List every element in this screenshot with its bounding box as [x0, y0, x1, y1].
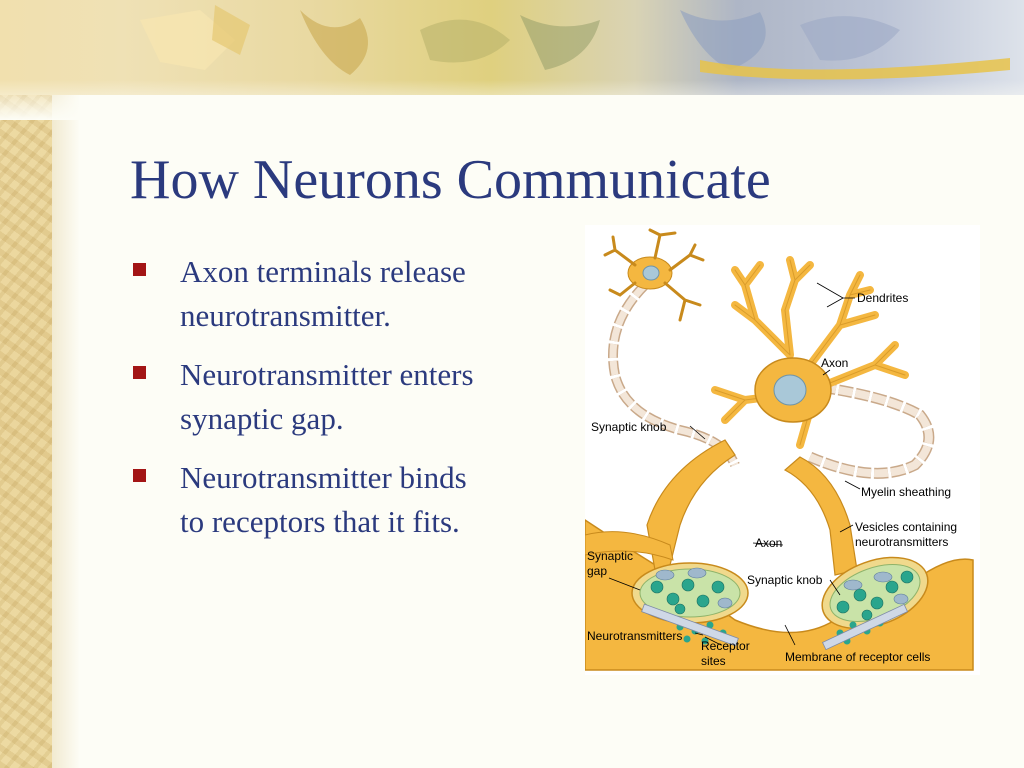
bullet-line: Neurotransmitter binds	[180, 460, 467, 495]
axon-left-descending	[646, 439, 736, 571]
banner-artwork	[140, 5, 1010, 80]
label-receptor-line2: sites	[701, 654, 726, 668]
bullet-square-icon	[133, 469, 146, 482]
label-synaptic-gap-line2: gap	[587, 564, 607, 578]
label-dendrites: Dendrites	[857, 291, 908, 305]
label-myelin-sheathing: Myelin sheathing	[861, 485, 951, 499]
label-axon-mid: Axon	[755, 536, 782, 550]
bullet-line: Axon terminals release	[180, 254, 466, 289]
label-axon-top: Axon	[821, 356, 848, 370]
bullet-line: synaptic gap.	[180, 401, 344, 436]
receptor-sites	[641, 603, 909, 651]
receptor-cell-membrane	[585, 519, 974, 671]
bullet-item: Axon terminals release neurotransmitter.	[130, 250, 570, 338]
label-synaptic-knob-left: Synaptic knob	[591, 420, 667, 434]
bullet-line: Neurotransmitter enters	[180, 357, 474, 392]
bullet-square-icon	[133, 366, 146, 379]
slide-title: How Neurons Communicate	[130, 149, 771, 211]
label-synaptic-knob-right: Synaptic knob	[747, 573, 823, 587]
bullet-list: Axon terminals release neurotransmitter.…	[130, 250, 570, 559]
bullet-line: to receptors that it fits.	[180, 504, 460, 539]
bullet-square-icon	[133, 263, 146, 276]
label-vesicles-line1: Vesicles containing	[855, 520, 957, 534]
left-decorative-strip	[0, 0, 80, 768]
label-synaptic-gap-line1: Synaptic	[587, 549, 633, 563]
bullet-item: Neurotransmitter binds to receptors that…	[130, 456, 570, 544]
label-leader-lines	[608, 282, 861, 646]
small-neuron	[603, 228, 705, 322]
synaptic-knob-left	[631, 562, 749, 624]
neuron-diagram: Dendrites Axon Synaptic knob Myelin shea…	[585, 225, 980, 675]
top-decorative-banner	[0, 0, 1024, 120]
label-receptor-line1: Receptor	[701, 639, 750, 653]
label-neurotransmitters: Neurotransmitters	[587, 629, 682, 643]
bullet-line: neurotransmitter.	[180, 298, 391, 333]
label-vesicles-line2: neurotransmitters	[855, 535, 948, 549]
banner-fade	[0, 80, 1024, 120]
label-membrane: Membrane of receptor cells	[785, 650, 930, 664]
main-neuron	[711, 256, 909, 449]
bullet-item: Neurotransmitter enters synaptic gap.	[130, 353, 570, 441]
